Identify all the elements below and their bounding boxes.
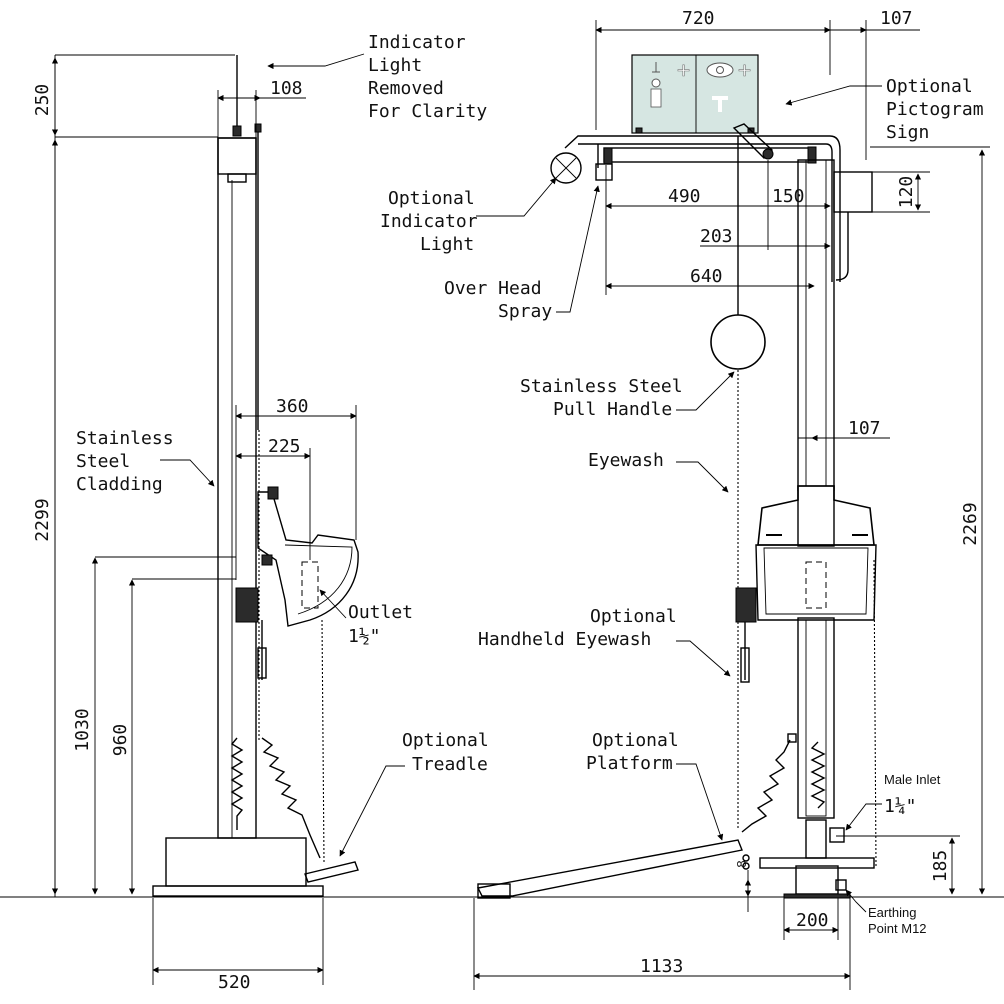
dim-2269: 2269: [960, 502, 981, 545]
dim-720: 720: [682, 8, 715, 29]
male-inlet: [829, 827, 845, 843]
label-indicator-front-2: Indicator: [380, 211, 478, 232]
dim-250: 250: [32, 84, 53, 117]
dim-2299: 2299: [32, 498, 53, 541]
front-view: + +: [380, 8, 990, 990]
side-base: [165, 837, 307, 887]
side-eyewash-bowl: [257, 491, 359, 627]
label-outlet-2: 1½": [348, 626, 381, 647]
label-inlet-2: 1¼": [884, 796, 917, 817]
label-pictogram-2: Pictogram: [886, 99, 984, 120]
dim-960: 960: [110, 724, 131, 757]
overhead-spray-head: [595, 163, 613, 181]
side-base-plate: [152, 885, 324, 897]
side-column: [217, 137, 257, 839]
side-outlet-dashed: [301, 561, 319, 609]
dim-520: 520: [218, 972, 251, 993]
label-platform-2: Platform: [586, 753, 673, 774]
label-indicator-2: Light: [368, 55, 422, 76]
label-cladding-2: Steel: [76, 451, 130, 472]
pull-lever: [732, 123, 774, 159]
eyewash-bowl: [755, 544, 877, 621]
dim-107-top: 107: [880, 8, 913, 29]
overhead-pipe-outer: [564, 135, 841, 282]
label-pull-2: Pull Handle: [553, 399, 672, 420]
indicator-light: [550, 152, 582, 184]
dim-203: 203: [700, 226, 733, 247]
label-indicator-1: Indicator: [368, 32, 466, 53]
label-treadle-2: Treadle: [412, 754, 488, 775]
label-earthing-1: Earthing: [868, 905, 916, 920]
label-earthing-2: Point M12: [868, 921, 927, 936]
side-spring-right: [261, 737, 321, 859]
front-column: [797, 159, 835, 491]
label-indicator-front-3: Light: [420, 234, 474, 255]
overhead-arm: [603, 147, 815, 163]
label-inlet-1: Male Inlet: [884, 772, 941, 787]
dim-1030: 1030: [72, 708, 93, 751]
dim-360: 360: [276, 396, 309, 417]
eye-icon: +: [706, 60, 752, 112]
earthing-point: [835, 879, 847, 891]
label-cladding-3: Cladding: [76, 474, 163, 495]
dim-225: 225: [268, 436, 301, 457]
svg-text:+: +: [737, 60, 752, 81]
dim-185: 185: [930, 850, 951, 883]
optional-platform: [476, 839, 743, 897]
dim-108: 108: [270, 78, 303, 99]
eyewash-head: [757, 485, 875, 546]
label-pictogram-3: Sign: [886, 122, 929, 143]
svg-text:+: +: [676, 60, 691, 81]
label-eyewash: Eyewash: [588, 450, 664, 471]
label-handheld-1: Optional: [590, 606, 677, 627]
front-outlet-dashed: [805, 561, 827, 609]
label-indicator-front-1: Optional: [388, 188, 475, 209]
front-spring-left: [741, 739, 791, 833]
label-indicator-4: For Clarity: [368, 101, 487, 122]
label-treadle-1: Optional: [402, 730, 489, 751]
label-handheld-2: Handheld Eyewash: [478, 629, 651, 650]
pull-handle: [710, 314, 766, 370]
label-overhead-1: Over Head: [444, 278, 542, 299]
front-handheld-eyewash: [735, 587, 757, 623]
side-top-unit: [217, 137, 257, 175]
front-base-plate: [759, 857, 875, 869]
label-platform-1: Optional: [592, 730, 679, 751]
dim-150: 150: [772, 186, 805, 207]
front-foot: [783, 893, 851, 899]
side-handheld-eyewash: [235, 587, 259, 623]
side-view: 250 2299 1030 960 108 360 225 520 Indica…: [0, 32, 1004, 993]
dim-120: 120: [896, 176, 917, 209]
dim-490: 490: [668, 186, 701, 207]
dim-200: 200: [796, 910, 829, 931]
label-pull-1: Stainless Steel: [520, 376, 683, 397]
dim-640: 640: [690, 266, 723, 287]
label-cladding-1: Stainless: [76, 428, 174, 449]
shower-person-icon: +: [650, 60, 691, 108]
dim-8: 8: [734, 860, 749, 867]
side-spring-left: [230, 737, 244, 830]
label-outlet-1: Outlet: [348, 602, 413, 623]
label-pictogram-1: Optional: [886, 76, 973, 97]
label-indicator-3: Removed: [368, 78, 444, 99]
label-overhead-2: Spray: [498, 301, 552, 322]
dim-1133: 1133: [640, 956, 683, 977]
front-spring-right: [810, 741, 826, 809]
dim-107: 107: [848, 418, 881, 439]
treadle: [304, 861, 359, 883]
